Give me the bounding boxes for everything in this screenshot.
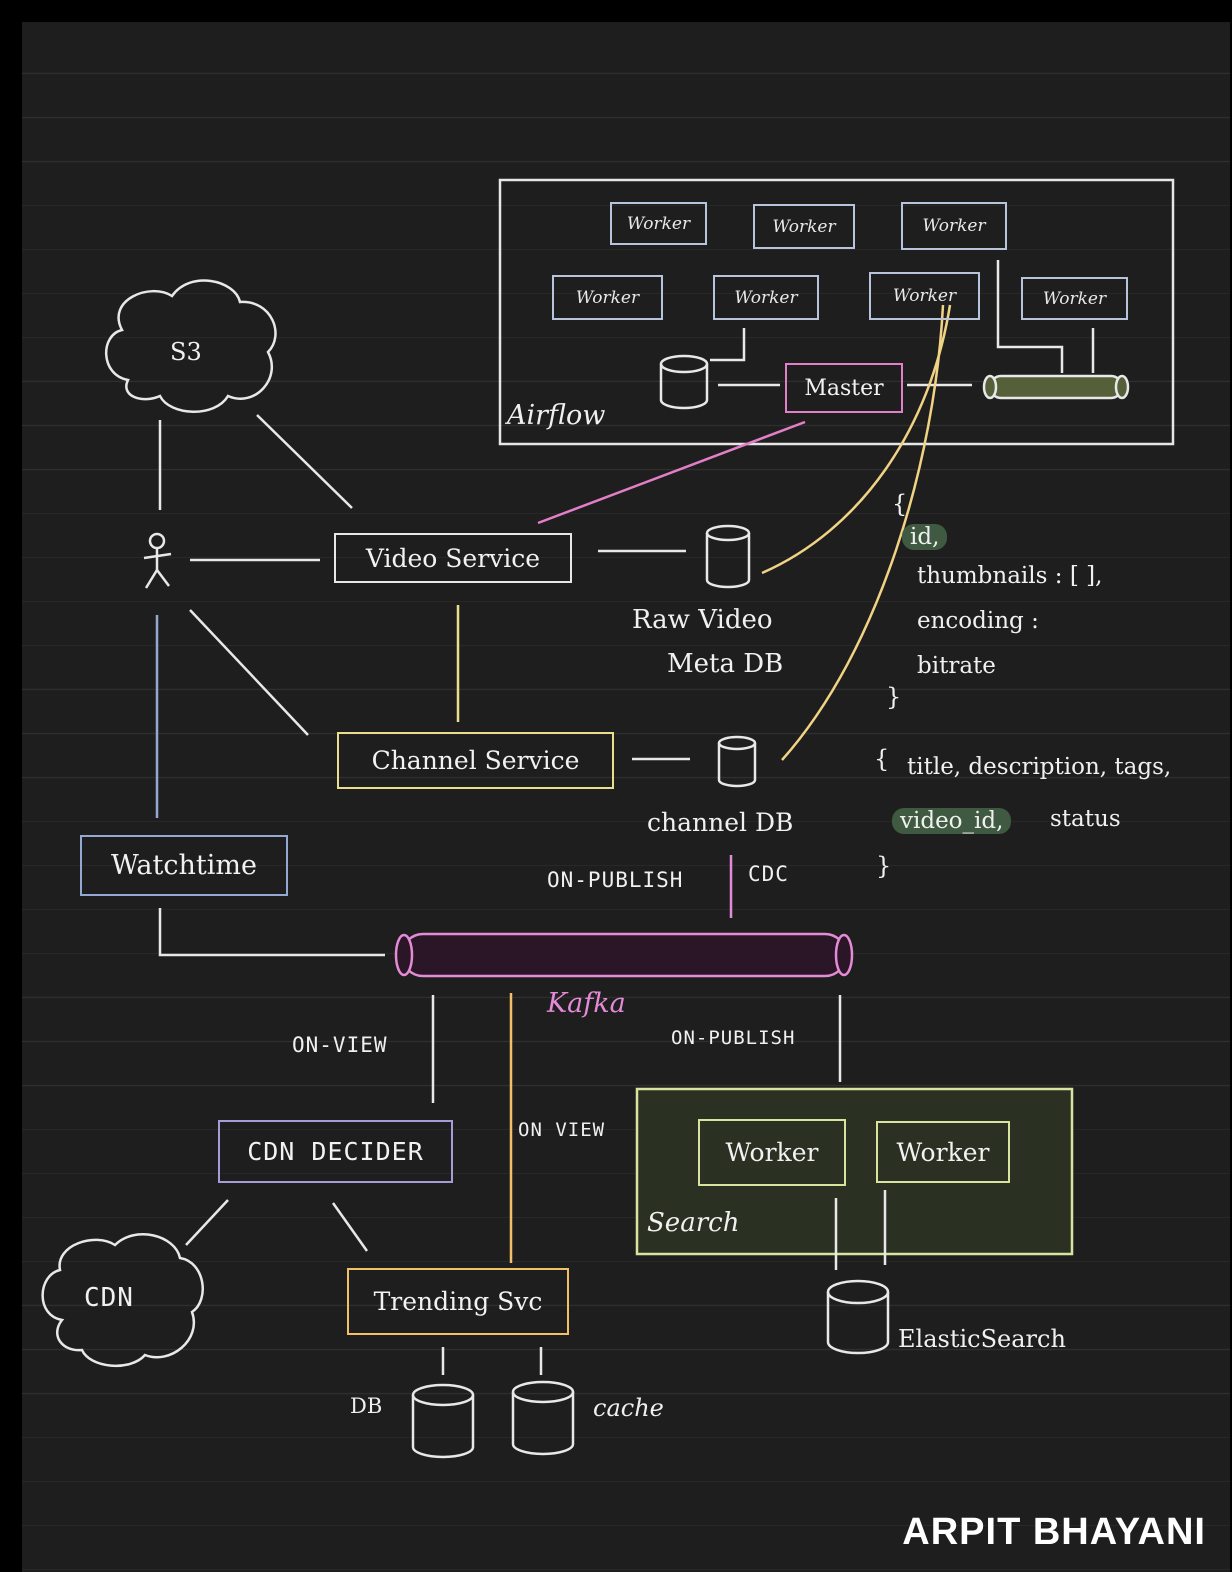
channel-schema-open: { xyxy=(874,745,890,773)
video-schema-bitrate: bitrate xyxy=(917,653,996,679)
airflow-meta-db-cylinder xyxy=(659,354,709,410)
on-publish-top-label: ON-PUBLISH xyxy=(547,868,684,892)
elasticsearch-label: ElasticSearch xyxy=(898,1325,1066,1353)
channel-db-cylinder xyxy=(717,735,757,788)
whiteboard-background xyxy=(22,22,1230,1572)
video-schema-thumbnails: thumbnails : [ ], xyxy=(917,563,1103,589)
cdn-decider-to-cdn-line xyxy=(185,1199,229,1246)
worker-to-channel-db-curve xyxy=(781,304,945,761)
user-icon xyxy=(143,532,172,589)
trending-db-cylinder xyxy=(411,1383,475,1459)
search-label: Search xyxy=(647,1208,740,1238)
elasticsearch-cylinder xyxy=(826,1279,890,1355)
channel-service-box: Channel Service xyxy=(337,732,614,789)
raw-video-db-cylinder xyxy=(705,524,751,589)
watchtime-to-kafka-line xyxy=(158,908,385,957)
airflow-worker-5: Worker xyxy=(713,275,819,320)
airflow-worker-6: Worker xyxy=(869,272,980,320)
video-service-box: Video Service xyxy=(334,533,572,583)
airflow-worker-4: Worker xyxy=(552,275,663,320)
worker-to-queue-line xyxy=(996,260,1064,373)
s3-label: S3 xyxy=(170,338,202,366)
search-worker-1: Worker xyxy=(698,1119,846,1186)
watchtime-box: Watchtime xyxy=(80,835,288,896)
channel-schema-status: status xyxy=(1050,806,1121,832)
trending-db-label: DB xyxy=(350,1394,383,1418)
channel-schema-close: } xyxy=(876,852,892,880)
airflow-worker-1: Worker xyxy=(610,202,707,245)
on-view-left-label: ON-VIEW xyxy=(292,1033,388,1057)
cdc-label: CDC xyxy=(748,862,789,886)
master-to-video-service-line xyxy=(537,420,806,525)
airflow-master: Master xyxy=(785,363,903,413)
s3-to-video-service-line xyxy=(256,414,353,509)
search-frame xyxy=(635,1087,1074,1256)
cdn-decider-to-trending-line xyxy=(331,1202,369,1252)
airflow-worker-7: Worker xyxy=(1021,277,1128,320)
cdn-label: CDN xyxy=(84,1283,134,1313)
kafka-pipe xyxy=(394,932,854,978)
video-schema-encoding: encoding : xyxy=(917,608,1039,634)
airflow-worker-2: Worker xyxy=(753,204,855,249)
author-watermark: ARPIT BHAYANI xyxy=(902,1511,1206,1553)
cache-label: cache xyxy=(593,1394,664,1422)
channel-schema-fields: title, description, tags, xyxy=(907,754,1172,780)
on-publish-right-label: ON-PUBLISH xyxy=(671,1027,796,1049)
kafka-label: Kafka xyxy=(547,988,626,1019)
trending-svc-box: Trending Svc xyxy=(347,1268,569,1335)
airflow-worker-3: Worker xyxy=(901,202,1007,250)
worker-to-meta-db-line xyxy=(710,328,746,362)
raw-video-db-label-2: Meta DB xyxy=(667,649,784,679)
user-to-channel-service-line xyxy=(189,609,309,736)
raw-video-db-label-1: Raw Video xyxy=(632,605,773,635)
on-view-mid-label: ON VIEW xyxy=(518,1119,606,1141)
video-schema-close: } xyxy=(886,683,902,711)
airflow-frame xyxy=(498,178,1175,446)
channel-schema-video-id: video_id, xyxy=(892,808,1012,834)
video-schema-id: id, xyxy=(902,524,948,550)
cache-cylinder xyxy=(511,1380,575,1456)
video-schema-open: { xyxy=(892,490,908,518)
s3-cloud xyxy=(105,279,277,413)
search-worker-2: Worker xyxy=(876,1121,1010,1183)
cdn-cloud xyxy=(41,1233,204,1368)
airflow-label: Airflow xyxy=(507,400,606,431)
channel-db-label: channel DB xyxy=(647,808,794,837)
airflow-queue xyxy=(982,374,1130,400)
cdn-decider-box: CDN DECIDER xyxy=(218,1120,453,1183)
